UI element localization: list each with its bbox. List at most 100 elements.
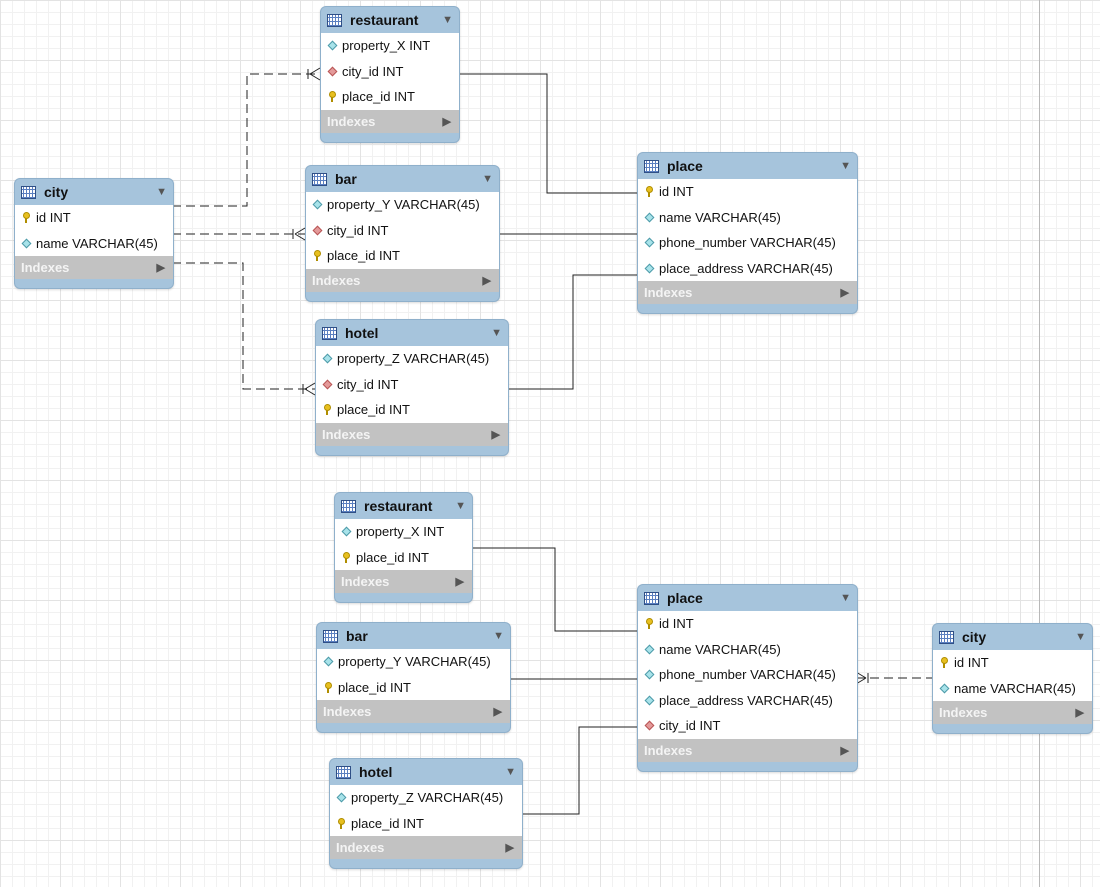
- column-row[interactable]: city_id INT: [321, 59, 459, 85]
- entity-header[interactable]: city ▼: [15, 179, 173, 205]
- column-row[interactable]: place_id INT: [330, 811, 522, 837]
- column-row[interactable]: phone_number VARCHAR(45): [638, 662, 857, 688]
- triangle-right-icon[interactable]: ▶: [1075, 707, 1084, 719]
- key-icon: [322, 404, 332, 416]
- entity-header[interactable]: place▼: [638, 585, 857, 611]
- column-row[interactable]: name VARCHAR(45): [638, 637, 857, 663]
- column-row[interactable]: property_Z VARCHAR(45): [330, 785, 522, 811]
- entity-header[interactable]: bar▼: [306, 166, 499, 192]
- indexes-section[interactable]: Indexes▶: [638, 738, 857, 762]
- indexes-section[interactable]: Indexes▶: [15, 256, 173, 279]
- column-name: city_id INT: [337, 376, 399, 392]
- triangle-down-icon[interactable]: ▼: [505, 766, 516, 778]
- indexes-section[interactable]: Indexes▶: [638, 281, 857, 304]
- triangle-down-icon[interactable]: ▼: [156, 186, 167, 198]
- indexes-section[interactable]: Indexes▶: [316, 422, 508, 446]
- triangle-right-icon[interactable]: ▶: [455, 576, 464, 588]
- column-row[interactable]: id INT: [933, 650, 1092, 676]
- entity-hotel-top[interactable]: hotel ▼property_Z VARCHAR(45) city_id INT p…: [315, 319, 509, 456]
- indexes-section[interactable]: Indexes▶: [306, 268, 499, 292]
- column-name: city_id INT: [327, 222, 389, 238]
- diamond-icon: [312, 199, 322, 210]
- column-row[interactable]: place_id INT: [316, 397, 508, 423]
- column-row[interactable]: place_id INT: [321, 84, 459, 110]
- restaurant-place-link: [458, 73, 637, 194]
- column-row[interactable]: name VARCHAR(45): [15, 231, 173, 257]
- entity-header[interactable]: hotel▼: [330, 759, 522, 785]
- entity-title: place: [667, 158, 703, 174]
- entity-footer: [330, 859, 522, 868]
- entity-hotel-bottom[interactable]: hotel▼property_Z VARCHAR(45)place_id INT…: [329, 758, 523, 869]
- column-row[interactable]: name VARCHAR(45): [638, 205, 857, 231]
- key-icon: [327, 91, 337, 103]
- column-list: property_X INT place_id INT: [335, 519, 472, 570]
- indexes-section[interactable]: Indexes▶: [335, 570, 472, 593]
- entity-header[interactable]: bar▼: [317, 623, 510, 649]
- triangle-down-icon[interactable]: ▼: [840, 592, 851, 604]
- triangle-down-icon[interactable]: ▼: [493, 630, 504, 642]
- triangle-right-icon[interactable]: ▶: [840, 744, 849, 757]
- triangle-right-icon[interactable]: ▶: [482, 274, 491, 287]
- column-row[interactable]: id INT: [15, 205, 173, 231]
- triangle-down-icon[interactable]: ▼: [442, 14, 453, 26]
- entity-header[interactable]: place ▼: [638, 153, 857, 179]
- diamond-icon: [644, 695, 654, 706]
- indexes-section[interactable]: Indexes▶: [317, 700, 510, 723]
- entity-bar-top[interactable]: bar▼property_Y VARCHAR(45) city_id INT pla…: [305, 165, 500, 302]
- column-row[interactable]: place_address VARCHAR(45): [638, 688, 857, 714]
- entity-restaurant-bottom[interactable]: restaurant▼property_X INT place_id INT Ind…: [334, 492, 473, 603]
- key-icon: [939, 657, 949, 669]
- indexes-section[interactable]: Indexes▶: [330, 836, 522, 859]
- triangle-down-icon[interactable]: ▼: [1075, 631, 1086, 643]
- page-divider: [1039, 0, 1040, 887]
- triangle-right-icon[interactable]: ▶: [491, 428, 500, 441]
- entity-header[interactable]: restaurant▼: [321, 7, 459, 33]
- column-row[interactable]: property_Y VARCHAR(45): [306, 192, 499, 218]
- column-row[interactable]: place_id INT: [335, 545, 472, 571]
- entity-title: hotel: [345, 325, 379, 341]
- triangle-right-icon[interactable]: ▶: [840, 287, 849, 299]
- triangle-down-icon[interactable]: ▼: [491, 327, 502, 339]
- column-row[interactable]: id INT: [638, 611, 857, 637]
- column-row[interactable]: name VARCHAR(45): [933, 676, 1092, 702]
- column-row[interactable]: city_id INT: [316, 372, 508, 398]
- column-row[interactable]: phone_number VARCHAR(45): [638, 230, 857, 256]
- column-row[interactable]: property_X INT: [321, 33, 459, 59]
- entity-city-top[interactable]: city ▼ id INT name VARCHAR(45) Indexes▶: [14, 178, 174, 289]
- column-row[interactable]: place_address VARCHAR(45): [638, 256, 857, 282]
- entity-header[interactable]: restaurant▼: [335, 493, 472, 519]
- column-name: name VARCHAR(45): [659, 209, 781, 225]
- column-name: name VARCHAR(45): [36, 235, 158, 251]
- column-row[interactable]: id INT: [638, 179, 857, 205]
- entity-header[interactable]: city▼: [933, 624, 1092, 650]
- fk-diamond-icon: [644, 720, 654, 731]
- diamond-icon: [322, 353, 332, 364]
- triangle-down-icon[interactable]: ▼: [840, 160, 851, 172]
- column-name: property_Z VARCHAR(45): [337, 351, 490, 367]
- triangle-right-icon[interactable]: ▶: [493, 706, 502, 718]
- column-row[interactable]: city_id INT: [638, 713, 857, 739]
- column-row[interactable]: property_Y VARCHAR(45): [317, 649, 510, 675]
- entity-place-top[interactable]: place ▼ id INT name VARCHAR(45) phone_number…: [637, 152, 858, 314]
- indexes-section[interactable]: Indexes▶: [321, 109, 459, 133]
- triangle-right-icon[interactable]: ▶: [156, 262, 165, 274]
- triangle-down-icon[interactable]: ▼: [482, 173, 493, 185]
- column-row[interactable]: place_id INT: [317, 675, 510, 701]
- column-name: place_id INT: [356, 549, 429, 565]
- entity-title: city: [44, 184, 69, 200]
- indexes-section[interactable]: Indexes▶: [933, 701, 1092, 724]
- entity-header[interactable]: hotel ▼: [316, 320, 508, 346]
- column-row[interactable]: property_X INT: [335, 519, 472, 545]
- column-row[interactable]: city_id INT: [306, 218, 499, 244]
- triangle-right-icon[interactable]: ▶: [442, 115, 451, 128]
- column-row[interactable]: property_Z VARCHAR(45): [316, 346, 508, 372]
- triangle-down-icon[interactable]: ▼: [455, 500, 466, 512]
- column-row[interactable]: place_id INT: [306, 243, 499, 269]
- entity-footer: [638, 304, 857, 313]
- triangle-right-icon[interactable]: ▶: [505, 842, 514, 854]
